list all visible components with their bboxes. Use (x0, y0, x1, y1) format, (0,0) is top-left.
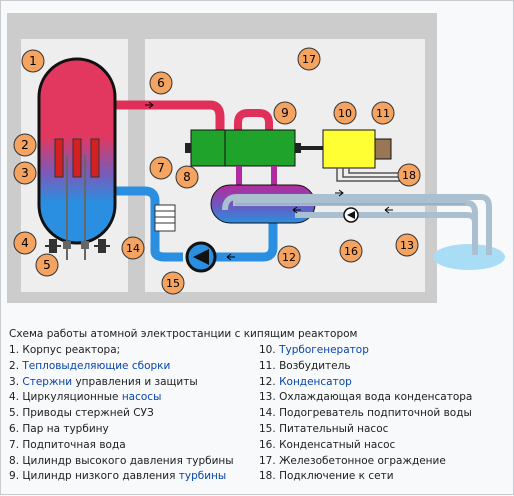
feed-water-line (103, 186, 160, 243)
legend-item: 8. Цилиндр высокого давления турбины (9, 454, 234, 467)
svg-text:2: 2 (21, 138, 29, 152)
legend-left: 1. Корпус реактора; 2. Тепловыделяющие с… (9, 343, 234, 485)
callout-11: 11 (371, 101, 395, 125)
legend-item: 9. Цилиндр низкого давления турбины (9, 470, 227, 483)
callout-17: 17 (297, 47, 321, 71)
callout-10: 10 (333, 101, 357, 125)
svg-text:11: 11 (376, 107, 390, 120)
callout-1: 1 (21, 49, 45, 73)
callout-8: 8 (175, 165, 199, 189)
legend-item: 10. Турбогенератор (259, 344, 369, 356)
legend-item: 15. Питательный насос (259, 422, 389, 435)
fuel-assembly (72, 138, 82, 178)
svg-text:6: 6 (157, 76, 165, 90)
callout-7: 7 (149, 156, 173, 180)
legend-item: 2. Тепловыделяющие сборки (9, 359, 171, 372)
callout-9: 9 (273, 101, 297, 125)
fuel-assembly (54, 138, 64, 178)
rod-drive (81, 241, 89, 249)
legend-item: 11. Возбудитель (259, 359, 351, 372)
callout-6: 6 (149, 71, 173, 95)
legend-item: 6. Пар на турбину (9, 422, 109, 435)
legend-item: 18. Подключение к сети (259, 470, 394, 483)
svg-text:4: 4 (21, 236, 29, 250)
caption-title: Схема работы атомной электростанции с ки… (9, 328, 358, 340)
callout-16: 16 (339, 239, 363, 263)
svg-text:7: 7 (157, 161, 165, 175)
lp-turbine (224, 129, 296, 167)
turbogenerator (322, 129, 376, 169)
legend-link[interactable]: насосы (121, 391, 162, 404)
callout-14: 14 (121, 236, 145, 260)
callout-4: 4 (13, 231, 37, 255)
legend-right: 10. Турбогенератор 11. Возбудитель 12. К… (259, 343, 472, 485)
steam-line (103, 100, 225, 135)
svg-text:3: 3 (21, 166, 29, 180)
svg-text:12: 12 (282, 251, 296, 264)
legend-item: 16. Конденсатный насос (259, 438, 396, 451)
legend-item: 12. Конденсатор (259, 375, 352, 388)
callout-3: 3 (13, 161, 37, 185)
callout-13: 13 (395, 233, 419, 257)
svg-text:10: 10 (338, 107, 352, 120)
svg-text:13: 13 (400, 239, 414, 252)
hp-turbine (190, 129, 226, 167)
figure-caption: Схема работы атомной электростанции с ки… (1, 327, 514, 496)
svg-text:17: 17 (302, 53, 316, 66)
callout-12: 12 (277, 245, 301, 269)
svg-text:5: 5 (43, 258, 51, 272)
svg-text:1: 1 (29, 54, 37, 68)
svg-text:14: 14 (126, 242, 140, 255)
svg-text:9: 9 (281, 106, 289, 120)
exciter (374, 138, 392, 160)
legend-link[interactable]: Тепловыделяющие сборки (22, 359, 171, 372)
legend-item: 14. Подогреватель подпиточной воды (259, 407, 472, 420)
svg-text:18: 18 (402, 169, 416, 182)
callout-2: 2 (13, 133, 37, 157)
svg-text:15: 15 (166, 277, 180, 290)
grid-connection (336, 168, 403, 182)
rod-drive (63, 241, 71, 249)
legend-link[interactable]: турбины (178, 470, 227, 483)
legend-link[interactable]: Турбогенератор (279, 344, 369, 356)
legend-item: 17. Железобетонное ограждение (259, 454, 446, 467)
svg-text:8: 8 (183, 170, 191, 184)
legend-item: 5. Приводы стержней СУЗ (9, 407, 154, 420)
legend-item: 4. Циркуляционные насосы (9, 391, 162, 404)
cooling-pool (433, 244, 505, 270)
feedwater-heater (154, 204, 176, 232)
legend-item: 7. Подпиточная вода (9, 438, 126, 451)
cooling-water-loop (222, 194, 492, 255)
lp-steam-line (234, 109, 273, 135)
legend-link[interactable]: Конденсатор (279, 375, 352, 388)
legend-item: 3. Стержни управления и защиты (9, 375, 198, 388)
fuel-assembly (90, 138, 100, 178)
callout-15: 15 (161, 271, 185, 295)
npp-diagram: 1 2 3 4 5 6 7 8 9 10 11 12 13 14 15 16 1… (7, 13, 505, 303)
legend-item: 13. Охлаждающая вода конденсатора (259, 391, 473, 404)
legend-link[interactable]: Стержни (22, 375, 73, 388)
callout-5: 5 (35, 253, 59, 277)
svg-text:16: 16 (344, 245, 358, 258)
callout-18: 18 (397, 163, 421, 187)
legend-item: 1. Корпус реактора; (9, 344, 121, 356)
